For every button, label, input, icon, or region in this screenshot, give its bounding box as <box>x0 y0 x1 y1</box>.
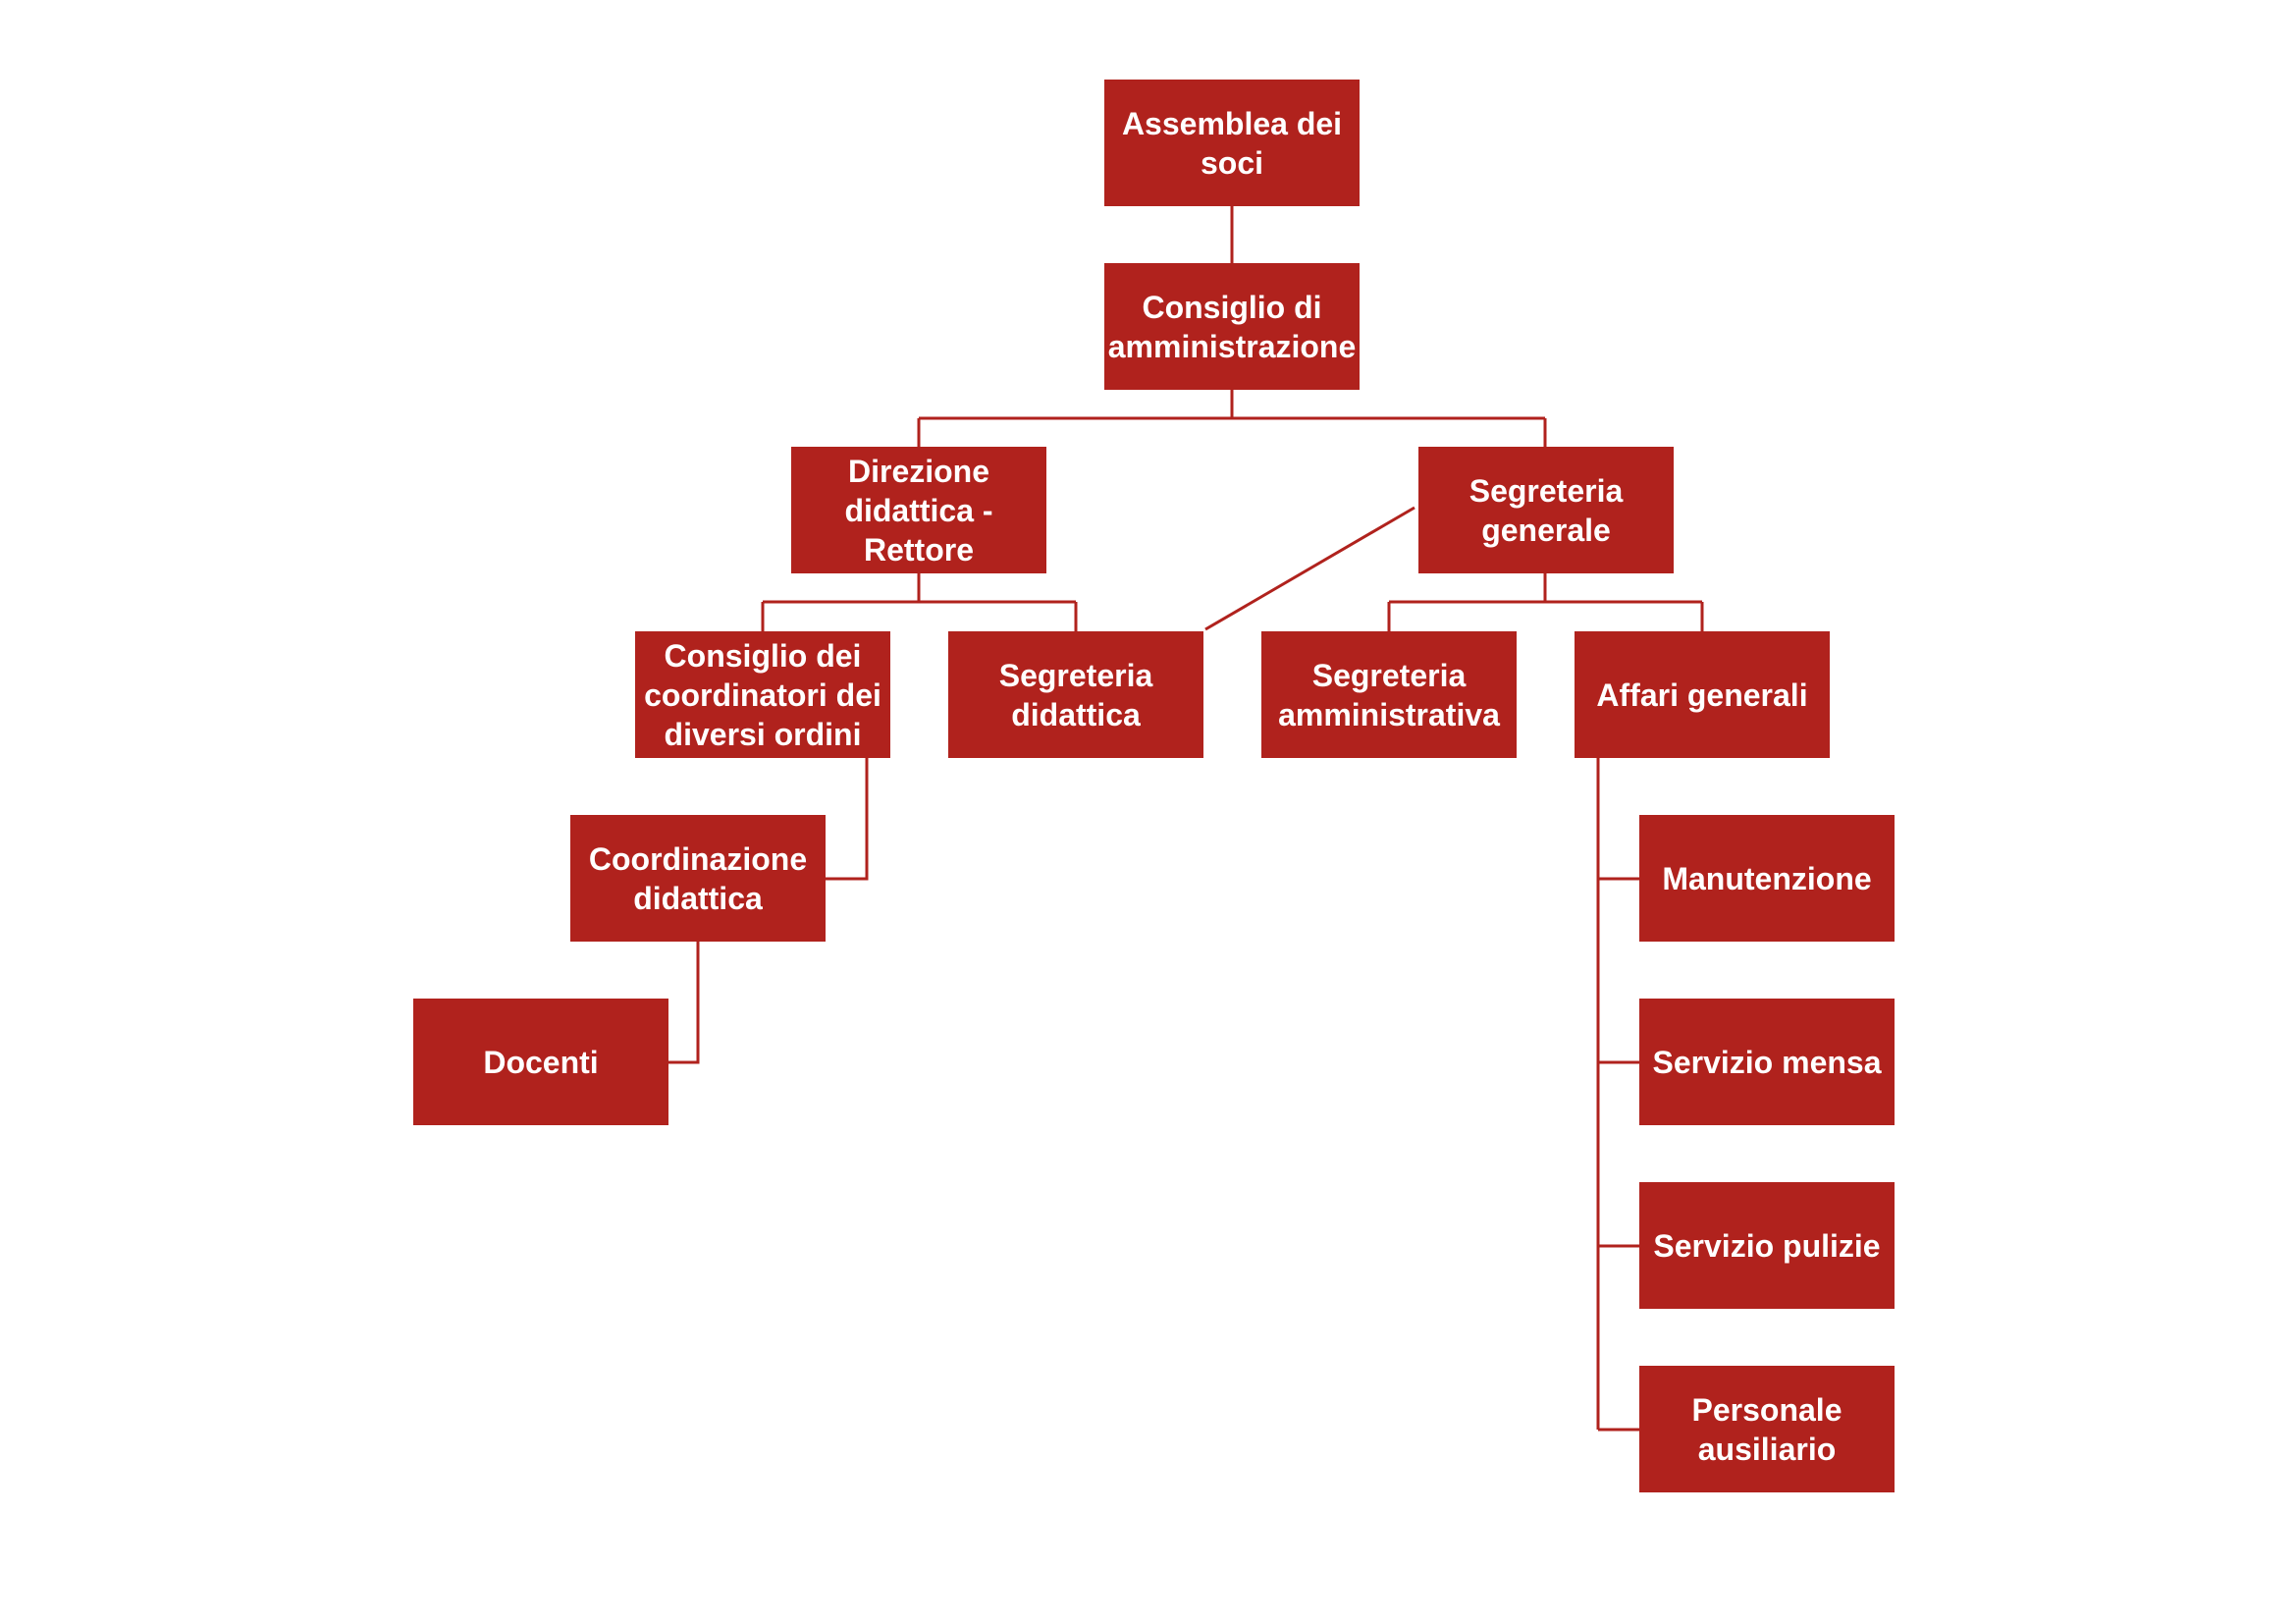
node-docenti: Docenti <box>413 999 668 1125</box>
node-coordinazione-didattica: Coordinazione didattica <box>570 815 826 942</box>
node-consiglio-dei-coordinatori: Consiglio dei coordinatori dei diversi o… <box>635 631 890 758</box>
node-label: Consiglio dei coordinatori dei diversi o… <box>644 637 881 752</box>
node-label: Segreteria generale <box>1468 472 1624 548</box>
node-label: Segreteria amministrativa <box>1278 657 1500 732</box>
node-servizio-mensa: Servizio mensa <box>1639 999 1895 1125</box>
node-label: Servizio pulizie <box>1653 1227 1881 1264</box>
connector-coordinazione-docenti <box>668 942 700 1064</box>
node-label: Servizio mensa <box>1652 1044 1882 1080</box>
connector-segreteria-generale-didattica <box>1204 506 1415 631</box>
node-label: Affari generali <box>1596 676 1808 713</box>
node-label: Consiglio di amministrazione <box>1107 289 1357 364</box>
node-servizio-pulizie: Servizio pulizie <box>1639 1182 1895 1309</box>
connector-direzione-branch <box>761 573 1078 631</box>
node-label: Coordinazione didattica <box>588 840 808 916</box>
node-label: Assemblea dei soci <box>1121 105 1343 181</box>
node-segreteria-amministrativa: Segreteria amministrativa <box>1261 631 1517 758</box>
node-label: Manutenzione <box>1662 860 1872 896</box>
node-manutenzione: Manutenzione <box>1639 815 1895 942</box>
node-personale-ausiliario: Personale ausiliario <box>1639 1366 1895 1492</box>
node-label: Direzione didattica - Rettore <box>844 453 993 568</box>
node-affari-generali: Affari generali <box>1575 631 1830 758</box>
node-label: Segreteria didattica <box>998 657 1153 732</box>
node-segreteria-generale: Segreteria generale <box>1418 447 1674 573</box>
node-direzione-didattica-rettore: Direzione didattica - Rettore <box>791 447 1046 573</box>
node-segreteria-didattica: Segreteria didattica <box>948 631 1203 758</box>
connector-coordinatori-coordinazione <box>826 758 869 881</box>
node-assemblea-dei-soci: Assemblea dei soci <box>1104 80 1360 206</box>
node-label: Docenti <box>483 1044 599 1080</box>
node-consiglio-di-amministrazione: Consiglio di amministrazione <box>1104 263 1360 390</box>
connector-segreteria-generale-branch <box>1387 573 1704 631</box>
node-label: Personale ausiliario <box>1691 1391 1842 1467</box>
connector-consiglio-branch <box>917 390 1547 447</box>
